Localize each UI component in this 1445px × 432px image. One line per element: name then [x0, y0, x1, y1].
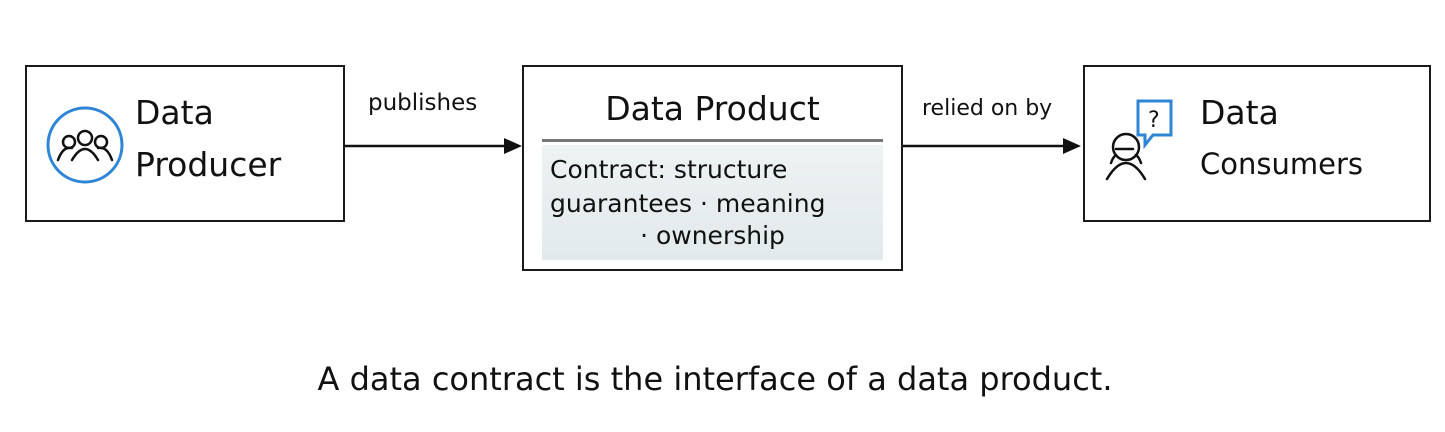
relied-on-by-arrow: [903, 138, 1081, 154]
contract-line2: guarantees · meaning: [550, 189, 826, 218]
caption: A data contract is the interface of a da…: [317, 360, 1113, 398]
contract-line1: Contract: structure: [550, 155, 788, 184]
users-group-icon: [46, 106, 124, 184]
consumers-label-line2: Consumers: [1200, 147, 1363, 181]
contract-panel: Contract: structure guarantees · meaning…: [542, 145, 883, 260]
product-title: Data Product: [605, 89, 820, 128]
producer-label-line1: Data: [135, 93, 214, 132]
data-product-node: Data Product Contract: structure guarant…: [522, 65, 903, 271]
publishes-arrow: [344, 138, 522, 154]
consumers-label-line1: Data: [1200, 93, 1279, 132]
title-divider: [542, 139, 883, 142]
data-consumers-node: ? Data Consumers: [1083, 65, 1431, 222]
relied-on-by-label: relied on by: [922, 96, 1053, 121]
producer-label-line2: Producer: [135, 145, 282, 184]
publishes-label: publishes: [368, 90, 478, 116]
person-question-icon: ?: [1105, 99, 1173, 181]
data-producer-node: Data Producer: [25, 65, 345, 222]
contract-line3: · ownership: [640, 221, 785, 250]
svg-text:?: ?: [1148, 108, 1160, 133]
